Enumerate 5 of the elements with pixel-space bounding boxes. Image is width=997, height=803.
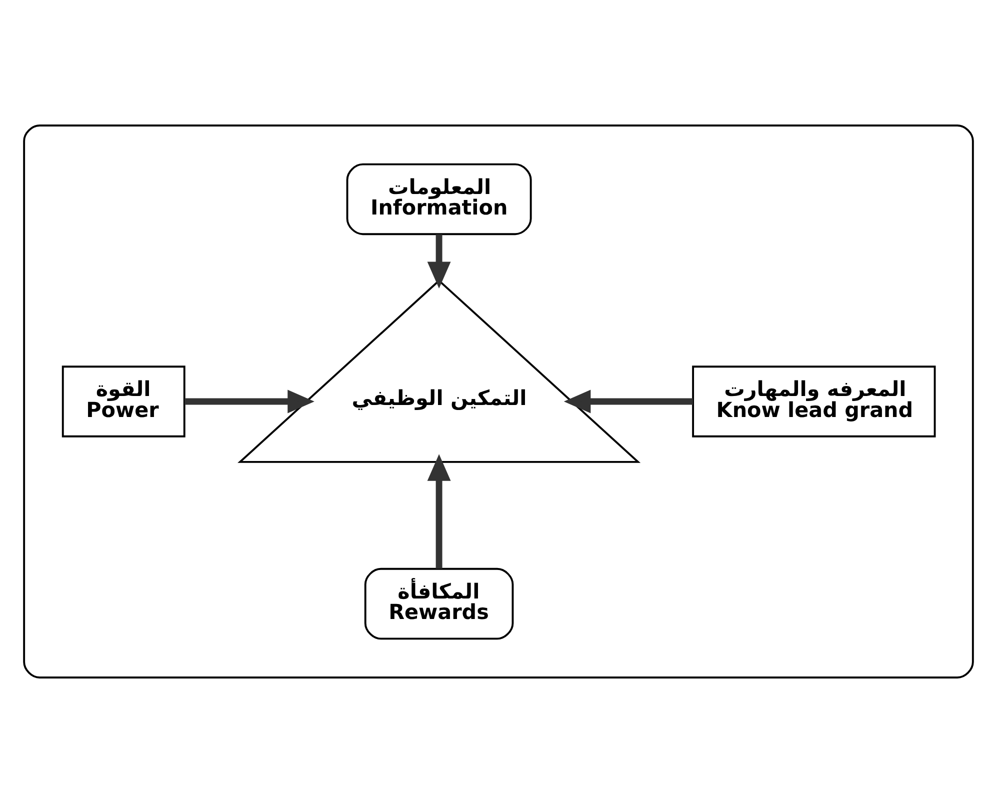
arrow [564, 390, 693, 414]
cluster [23, 124, 974, 678]
arrow [427, 454, 451, 569]
arrow [427, 234, 451, 289]
arrow [184, 390, 314, 414]
